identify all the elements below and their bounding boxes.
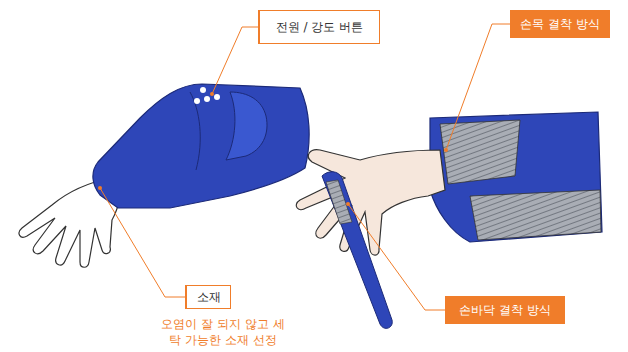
leader-dot <box>210 92 214 96</box>
palm-strap-hatch <box>326 180 352 224</box>
button-dot <box>204 96 210 102</box>
leader-dot <box>444 148 448 152</box>
left-glove <box>93 84 309 208</box>
leader-line <box>212 27 258 94</box>
leader-dot <box>98 186 102 190</box>
button-dot <box>200 87 206 93</box>
callout-box: 손목 결착 방식 <box>510 10 610 38</box>
left-glove-flap <box>226 92 267 160</box>
note-text: 오염이 잘 되지 않고 세탁 가능한 소재 선정 <box>158 316 288 348</box>
right-hand <box>296 150 445 255</box>
leader-dot <box>346 202 350 206</box>
button-dot <box>214 94 220 100</box>
callout-box: 손바닥 결착 방식 <box>445 296 565 324</box>
callout-text: 손바닥 결착 방식 <box>459 303 551 317</box>
callout-text: 손목 결착 방식 <box>520 17 600 31</box>
wrist-hatch <box>470 190 601 240</box>
leader-lines <box>100 24 510 310</box>
leader-line <box>446 24 510 150</box>
callout-text: 전원 / 강도 버튼 <box>276 20 364 34</box>
callout-text: 소재 <box>197 290 221 304</box>
leader-line <box>100 188 185 297</box>
left-glove-seam <box>190 92 200 170</box>
wrist-hatch <box>440 120 520 184</box>
button-dot <box>194 98 200 104</box>
callout-box: 전원 / 강도 버튼 <box>258 10 380 44</box>
callout-box: 소재 <box>185 285 231 309</box>
right-sleeve <box>430 112 602 242</box>
leader-line <box>348 204 445 310</box>
